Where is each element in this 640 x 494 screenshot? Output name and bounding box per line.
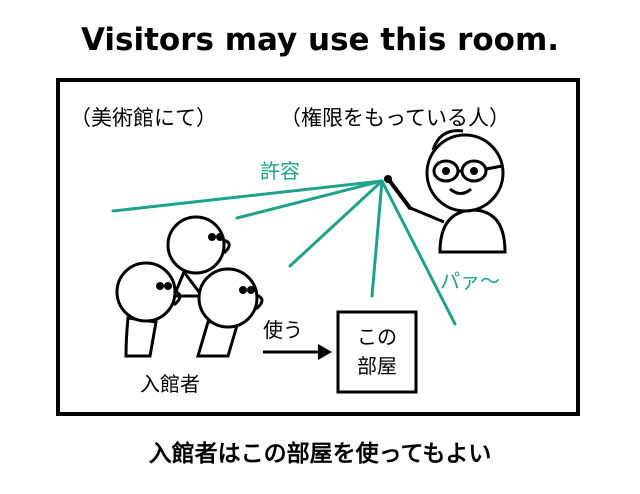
smile: [449, 187, 473, 195]
ray-2: [235, 179, 384, 220]
power-label: パァ〜: [440, 269, 500, 293]
person-with-glasses-icon: [407, 129, 507, 254]
glasses-arm: [485, 164, 503, 171]
room-box: [336, 310, 418, 394]
diagram-frame: [56, 78, 580, 416]
permission-rays: [111, 179, 457, 326]
page-title: Visitors may use this room.: [81, 22, 559, 58]
room-label-line2: 部屋: [357, 354, 397, 378]
visitors-group: [115, 215, 264, 358]
pointer-stick-icon: [384, 175, 412, 210]
visitor-head-icon: [166, 215, 231, 298]
room-label-line1: この: [357, 325, 397, 349]
visitor-head-icon: [195, 267, 264, 358]
hair: [431, 129, 464, 151]
permission-label: 許容: [260, 159, 300, 183]
context-label: （美術館にて）: [70, 106, 217, 130]
use-label: 使う: [263, 318, 303, 342]
caption: 入館者はこの部屋を使ってもよい: [149, 440, 492, 467]
authority-arm: [407, 205, 445, 224]
visitors-label: 入館者: [140, 372, 200, 396]
ray-3: [288, 179, 384, 268]
ray-5: [380, 179, 457, 326]
ray-4: [370, 179, 384, 298]
eye-right: [470, 167, 478, 175]
ray-1: [111, 179, 384, 213]
arrow-right-icon: [263, 344, 332, 360]
authority-body: [438, 208, 507, 254]
eye-left: [442, 167, 450, 175]
visitor-head-icon: [115, 261, 182, 358]
authority-label: （権限をもっている人）: [280, 106, 510, 130]
